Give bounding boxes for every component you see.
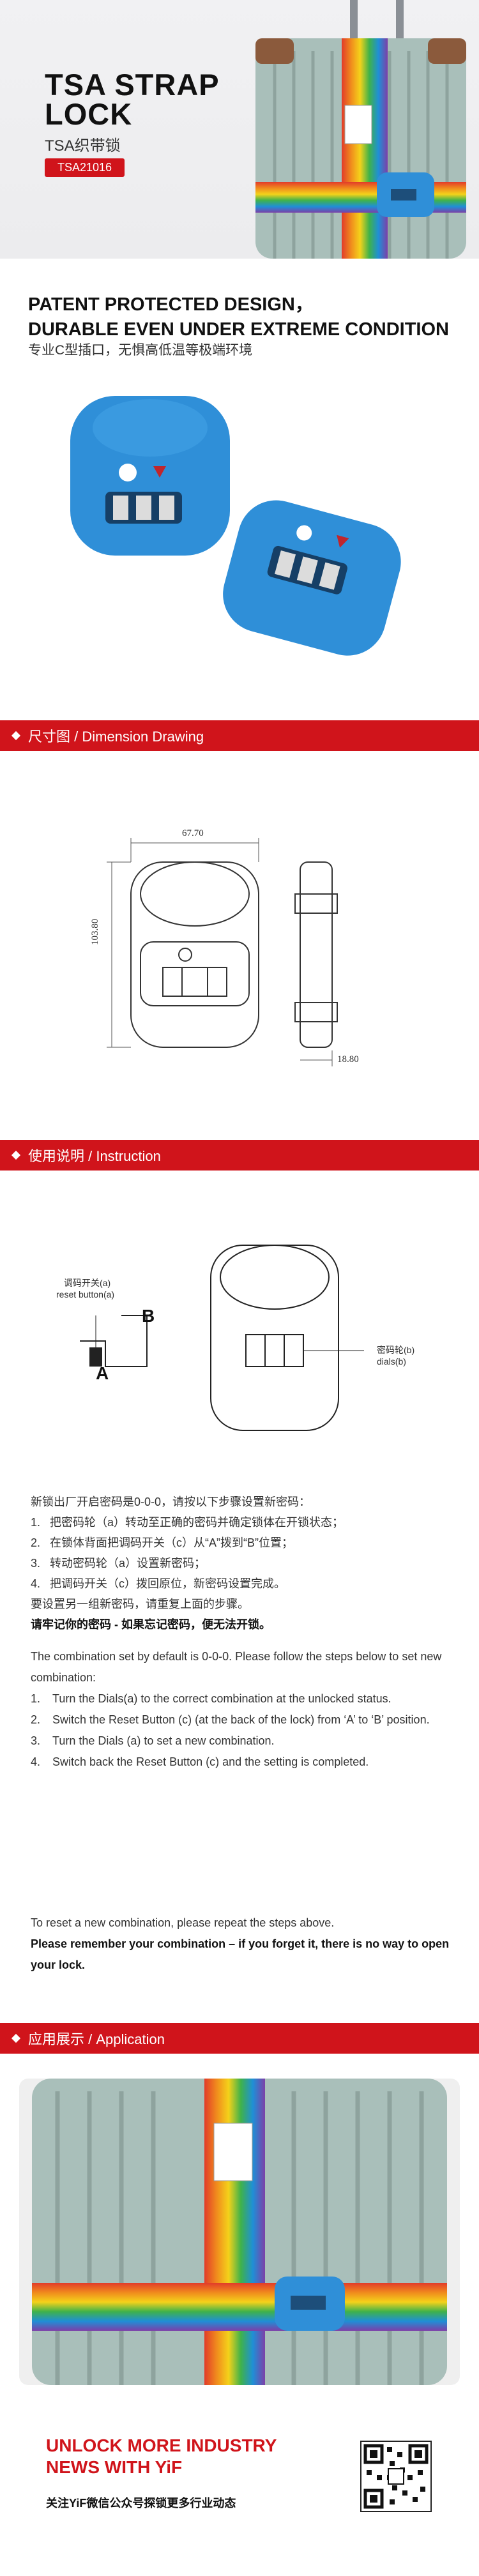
- hero-banner: TSA STRAP LOCK TSA织带锁 TSA21016: [0, 0, 479, 259]
- position-a-label: A: [96, 1363, 109, 1383]
- instructions-en: The combination set by default is 0-0-0.…: [31, 1646, 452, 1773]
- reset-button-label-cn: 调码开关(a): [64, 1278, 111, 1288]
- section-bar-application: 应用展示 / Application: [0, 2023, 479, 2054]
- diamond-bullet-icon: [11, 731, 21, 741]
- list-item: 4.把调码开关（c）拨回原位，新密码设置完成。: [31, 1577, 285, 1590]
- instructions-cn-warning: 请牢记你的密码 - 如果忘记密码，便无法开锁。: [31, 1618, 271, 1631]
- dials-label-en: dials(b): [377, 1356, 406, 1367]
- product-subtitle: TSA织带锁: [45, 137, 121, 155]
- section-title-dimension: 尺寸图 / Dimension Drawing: [28, 729, 204, 745]
- footer-headline: UNLOCK MORE INDUSTRY NEWS WITH YiF: [46, 2436, 277, 2477]
- product-photo-locks: [70, 396, 401, 656]
- instructions-en-warning: Please remember your combination – if yo…: [31, 1937, 450, 1971]
- section-bar-dimension: 尺寸图 / Dimension Drawing: [0, 720, 479, 751]
- depth-dimension-label: 18.80: [337, 1054, 359, 1064]
- width-dimension-label: 67.70: [182, 828, 204, 838]
- section-title-application: 应用展示 / Application: [28, 2031, 165, 2047]
- qr-code[interactable]: [360, 2441, 432, 2512]
- reset-button-label-en: reset button(a): [56, 1289, 115, 1299]
- list-item: 1.把密码轮（a）转动至正确的密码并确定锁体在开锁状态；: [31, 1516, 344, 1529]
- height-dimension-label: 103.80: [90, 918, 100, 945]
- list-item: 3.转动密码轮（a）设置新密码；: [31, 1557, 206, 1570]
- model-badge: TSA21016: [45, 158, 125, 177]
- list-item: 1.Turn the Dials(a) to the correct combi…: [31, 1692, 392, 1705]
- position-b-label: B: [142, 1306, 155, 1326]
- application-photo: [19, 2079, 460, 2385]
- instructions-en-intro: The combination set by default is 0-0-0.…: [31, 1650, 442, 1684]
- instructions-cn: 新锁出厂开启密码是0-0-0，请按以下步骤设置新密码： 1.把密码轮（a）转动至…: [31, 1492, 452, 1635]
- instructions-en-tail: To reset a new combination, please repea…: [31, 1913, 452, 1976]
- section-title-instruction: 使用说明 / Instruction: [28, 1148, 161, 1164]
- dials-label-cn: 密码轮(b): [377, 1345, 415, 1355]
- list-item: 2.在锁体背面把调码开关（c）从“A”拨到“B”位置；: [31, 1536, 293, 1549]
- qr-code-icon: [363, 2444, 429, 2509]
- list-item: 2.Switch the Reset Button (c) (at the ba…: [31, 1713, 430, 1726]
- intro-subline: 专业C型插口，无惧高低温等极端环境: [28, 343, 253, 358]
- footer-subline: 关注YiF微信公众号探锁更多行业动态: [46, 2497, 236, 2510]
- list-item: 3.Turn the Dials (a) to set a new combin…: [31, 1734, 275, 1747]
- instructions-cn-repeat: 要设置另一组新密码，请重复上面的步骤。: [31, 1598, 249, 1610]
- instruction-diagram: [80, 1245, 364, 1431]
- list-item: 4.Switch back the Reset Button (c) and t…: [31, 1755, 369, 1768]
- intro-headline: PATENT PROTECTED DESIGN， DURABLE EVEN UN…: [28, 294, 449, 340]
- diamond-bullet-icon: [11, 1150, 21, 1160]
- section-bar-instruction: 使用说明 / Instruction: [0, 1140, 479, 1171]
- instructions-cn-intro: 新锁出厂开启密码是0-0-0，请按以下步骤设置新密码：: [31, 1496, 311, 1508]
- instructions-en-repeat: To reset a new combination, please repea…: [31, 1916, 335, 1929]
- dimension-drawing: [107, 838, 338, 1066]
- diamond-bullet-icon: [11, 2033, 21, 2043]
- luggage-illustration: [255, 0, 466, 259]
- product-title: TSA STRAP LOCK: [45, 68, 220, 131]
